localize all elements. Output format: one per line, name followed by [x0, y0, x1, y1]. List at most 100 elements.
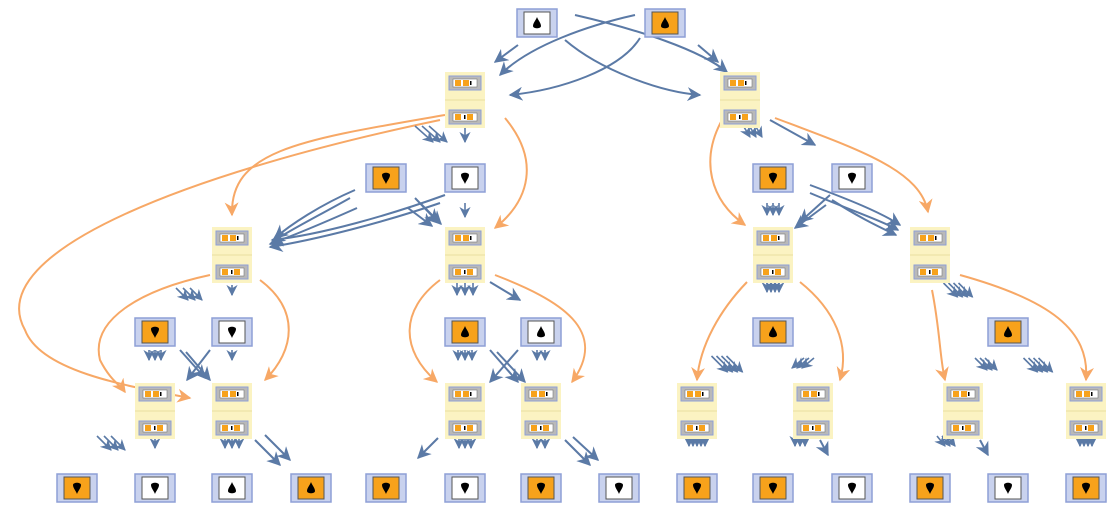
- state-level2-3: [753, 227, 793, 283]
- bottom-node-6: [444, 473, 486, 503]
- bundle-s1-to-a: [175, 287, 203, 301]
- bundle-l3c-to-state3: [452, 349, 478, 362]
- node-level3-f: [987, 317, 1029, 347]
- bottom-node-2: [134, 473, 176, 503]
- edge-top-cross-1: [499, 14, 636, 76]
- edge-l2b-to-s1-2: [268, 202, 441, 252]
- state-level3-2: [212, 383, 252, 439]
- drop-down-icon: [537, 482, 545, 494]
- orange-s3-2: [799, 281, 851, 382]
- state-level3-4: [521, 383, 561, 439]
- orange-l1right-1: [709, 119, 747, 226]
- orange-s2-1: [408, 279, 441, 383]
- node-level3-b: [211, 317, 253, 347]
- edge-l2d-to-s4: [831, 199, 898, 236]
- edge-top-cross-3: [508, 37, 641, 101]
- drop-down-icon: [926, 482, 934, 494]
- bundle-s31-to-b1: [96, 435, 126, 451]
- edge-l2b-to-s1: [270, 194, 446, 246]
- edge-l2d-to-s3: [798, 194, 831, 223]
- bottom-node-4: [290, 473, 332, 503]
- edge-l1right-to-d: [769, 119, 817, 146]
- node-level2-b: [444, 163, 486, 193]
- drop-down-icon: [382, 172, 390, 184]
- bottom-node-13: [987, 473, 1029, 503]
- orange-s4-2: [959, 274, 1094, 382]
- drop-down-icon: [769, 482, 777, 494]
- top-node-white: [516, 8, 558, 38]
- orange-s3-1: [691, 281, 748, 382]
- bundle-s4-to-f: [942, 282, 974, 298]
- drop-down-icon: [151, 482, 159, 494]
- node-level3-e: [752, 317, 794, 347]
- bundle-l3a-to-state1: [143, 349, 167, 362]
- drop-down-icon: [848, 482, 856, 494]
- orange-l1left-1: [224, 114, 446, 217]
- top-node-orange: [644, 8, 686, 38]
- bottom-node-7: [520, 473, 562, 503]
- edge-l3b-to-state1: [186, 349, 211, 382]
- drop-down-icon: [228, 326, 236, 338]
- drop-down-icon: [769, 172, 777, 184]
- edge-top-right-stub: [697, 44, 720, 63]
- blue-edges: [179, 14, 989, 466]
- drop-down-icon: [151, 326, 159, 338]
- drop-down-icon: [461, 172, 469, 184]
- orange-edges: [18, 114, 1094, 403]
- bottom-node-8: [598, 473, 640, 503]
- edge-top-cross-4: [564, 39, 702, 102]
- edge-top-cross-2: [574, 14, 729, 73]
- bottom-node-12: [909, 473, 951, 503]
- orange-l1left-long: [18, 119, 441, 403]
- bottom-node-14: [1065, 473, 1107, 503]
- drop-up-icon: [537, 326, 545, 338]
- state-level1-right: [720, 72, 760, 128]
- drop-up-icon: [228, 482, 236, 494]
- edge-l3d-to-state3: [489, 349, 519, 384]
- state-level3-3: [445, 383, 485, 439]
- drop-down-icon: [1082, 482, 1090, 494]
- drop-up-icon: [307, 482, 315, 494]
- drop-down-icon: [73, 482, 81, 494]
- drop-down-icon: [382, 482, 390, 494]
- bundle-l3f-to-state8: [1022, 357, 1054, 373]
- bundle-l3e-to-state6: [791, 357, 815, 369]
- bundle-s33-to-b6: [453, 437, 477, 450]
- state-level3-8: [1066, 383, 1106, 439]
- edge-s34-to-b8: [564, 439, 591, 466]
- edge-top-left-stub: [493, 44, 519, 63]
- edge-s2-to-d: [489, 281, 522, 301]
- edge-s32-to-b4-b: [264, 434, 291, 461]
- state-level3-6: [793, 383, 833, 439]
- state-level3-1: [135, 383, 175, 439]
- edge-l2c-to-s4-2: [809, 192, 900, 231]
- node-level2-c: [752, 163, 794, 193]
- node-level2-a: [365, 163, 407, 193]
- state-level1-left: [445, 72, 485, 128]
- drop-down-icon: [693, 482, 701, 494]
- bottom-node-11: [831, 473, 873, 503]
- orange-l1left-2: [493, 117, 528, 229]
- bundle-s32-to-b3: [219, 437, 245, 450]
- state-level2-4: [910, 227, 950, 283]
- drop-down-icon: [461, 482, 469, 494]
- orange-s2-2: [494, 274, 587, 384]
- orange-s1-2: [259, 279, 290, 381]
- bundle-l3d-to-state4: [531, 349, 551, 362]
- drop-down-icon: [848, 172, 856, 184]
- bundle-l1right-arrows: [740, 125, 763, 138]
- edge-s33-to-b5: [417, 437, 439, 459]
- edge-s36-to-b11: [815, 439, 829, 457]
- orange-s4-1: [931, 289, 949, 382]
- bottom-node-3: [211, 473, 253, 503]
- bundle-s2-to-c: [451, 283, 479, 297]
- drop-up-icon: [461, 326, 469, 338]
- edge-s37-to-b13: [975, 439, 989, 457]
- node-level3-d: [520, 317, 562, 347]
- node-level3-c: [444, 317, 486, 347]
- node-level3-a: [134, 317, 176, 347]
- bottom-node-5: [365, 473, 407, 503]
- bundle-s3-to-e: [761, 281, 785, 294]
- orange-l1right-2: [774, 117, 933, 214]
- state-level2-1: [212, 227, 252, 283]
